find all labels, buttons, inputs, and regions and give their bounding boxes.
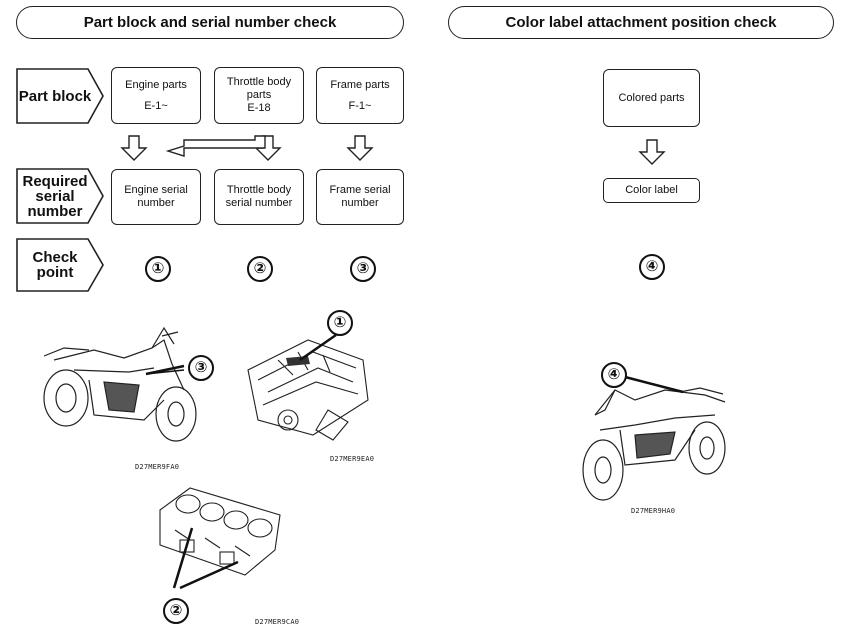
serial-engine-label: Engine serial number bbox=[124, 184, 188, 209]
required-serial-line2: serial bbox=[35, 187, 75, 205]
engine-illustration bbox=[247, 333, 369, 441]
colored-parts-label: Colored parts bbox=[618, 91, 685, 104]
part-block-engine: Engine parts E-1~ bbox=[111, 67, 201, 124]
part-block-frame-name: Frame parts bbox=[330, 78, 390, 91]
motorcycle-right-illustration bbox=[582, 375, 726, 501]
check-point-3: ③ bbox=[350, 256, 376, 282]
caption-motorcycle-right: D27MER9HA0 bbox=[631, 507, 676, 515]
right-section-header: Color label attachment position check bbox=[448, 6, 834, 39]
required-serial-row-label: Required serial number bbox=[16, 168, 104, 224]
caption-motorcycle-left: D27MER9FA0 bbox=[135, 463, 180, 471]
serial-frame-label: Frame serial number bbox=[329, 184, 391, 209]
callout-1: ① bbox=[327, 310, 353, 336]
part-block-row-label: Part block bbox=[16, 68, 104, 124]
caption-throttle-body: D27MER9CA0 bbox=[255, 618, 300, 626]
throttle-body-illustration bbox=[159, 487, 281, 590]
down-arrow-frame bbox=[346, 135, 374, 161]
part-block-engine-code: E-1~ bbox=[144, 99, 168, 112]
down-arrow-engine bbox=[120, 135, 148, 161]
check-point-2: ② bbox=[247, 256, 273, 282]
part-block-frame-code: F-1~ bbox=[348, 99, 372, 112]
check-point-row-label: Check point bbox=[16, 238, 104, 292]
serial-throttle-body: Throttle body serial number bbox=[214, 169, 304, 225]
part-block-throttle-name: Throttle body parts bbox=[226, 76, 292, 101]
part-block-throttle-body: Throttle body parts E-18 bbox=[214, 67, 304, 124]
check-point-4: ④ bbox=[639, 254, 665, 280]
flow-arrows bbox=[120, 135, 374, 161]
callout-4: ④ bbox=[601, 362, 627, 388]
caption-engine: D27MER9EA0 bbox=[330, 455, 375, 463]
part-block-throttle-code: E-18 bbox=[247, 102, 271, 114]
part-block-engine-name: Engine parts bbox=[125, 78, 187, 91]
callout-2: ② bbox=[163, 598, 189, 624]
required-serial-line1: Required bbox=[22, 172, 88, 190]
check-point-line1: Check bbox=[32, 249, 78, 266]
required-serial-line3: number bbox=[27, 202, 83, 220]
motorcycle-left-illustration bbox=[43, 326, 197, 442]
check-point-1: ① bbox=[145, 256, 171, 282]
color-label-label: Color label bbox=[625, 184, 678, 196]
left-section-header: Part block and serial number check bbox=[16, 6, 404, 39]
down-arrow-color bbox=[638, 139, 666, 165]
colored-parts-box: Colored parts bbox=[603, 69, 700, 127]
callout-3: ③ bbox=[188, 355, 214, 381]
serial-engine: Engine serial number bbox=[111, 169, 201, 225]
check-point-line2: point bbox=[36, 264, 74, 281]
serial-throttle-label: Throttle body serial number bbox=[225, 184, 293, 209]
part-block-frame: Frame parts F-1~ bbox=[316, 67, 404, 124]
part-block-label: Part block bbox=[18, 87, 92, 105]
color-label-box: Color label bbox=[603, 178, 700, 203]
serial-frame: Frame serial number bbox=[316, 169, 404, 225]
